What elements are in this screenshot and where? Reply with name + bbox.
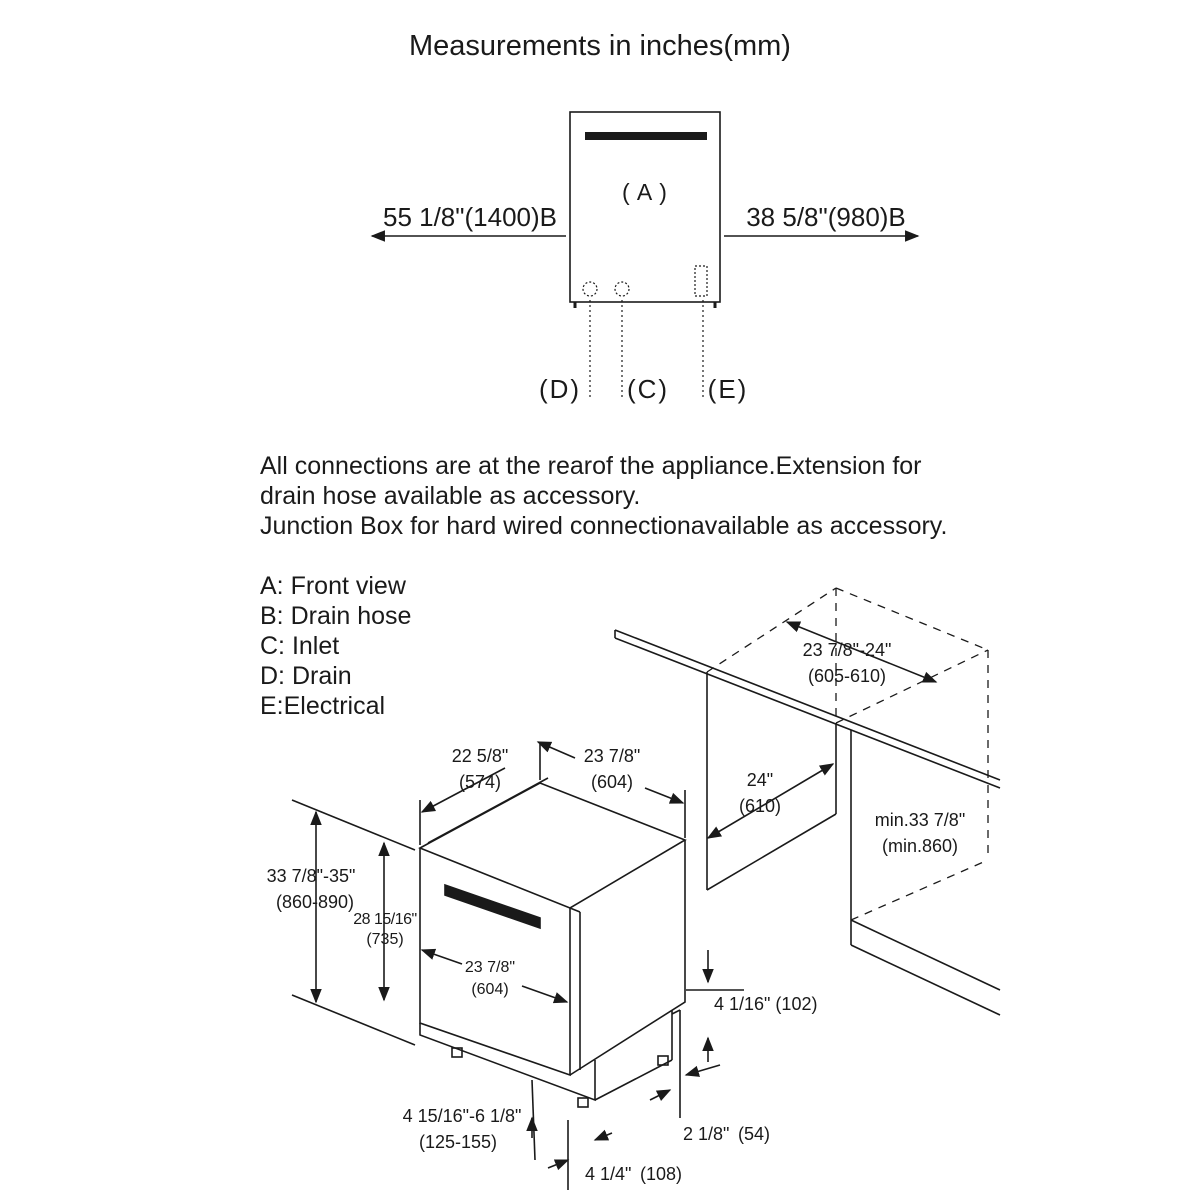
height-body-in: 28 15/16" — [353, 911, 416, 928]
niche-height-in: min.33 7/8" — [875, 810, 965, 830]
niche-height-mm: (min.860) — [882, 836, 958, 856]
diagram-title: Measurements in inches(mm) — [409, 30, 791, 62]
electrical-connection-icon — [694, 265, 708, 297]
dishwasher-drawing — [291, 741, 744, 1190]
kick-in: 4 1/4" — [585, 1164, 631, 1184]
legend-drain: D: Drain — [260, 662, 352, 690]
label-d: (D) — [539, 374, 581, 404]
note-line-3: Junction Box for hard wired connectionav… — [260, 512, 948, 540]
front-view — [370, 111, 920, 400]
label-a: ( A ) — [622, 179, 668, 205]
niche-drawing — [614, 587, 1001, 1016]
niche-depth-in: 24" — [747, 770, 773, 790]
legend-electrical: E:Electrical — [260, 692, 386, 720]
width-front-mm: (604) — [471, 981, 508, 998]
niche-depth-mm: (610) — [739, 796, 781, 816]
niche-width-mm: (605-610) — [808, 666, 886, 686]
width-top-in: 23 7/8" — [584, 746, 640, 766]
front-view-handle — [585, 132, 707, 140]
note-line-1: All connections are at the rearof the ap… — [260, 452, 922, 480]
front-view-body — [569, 111, 721, 303]
note-line-2: drain hose available as accessory. — [260, 482, 641, 510]
label-c: (C) — [627, 374, 669, 404]
foot-height-in: 4 15/16"-6 1/8" — [403, 1106, 522, 1126]
width-front-in: 23 7/8" — [465, 959, 515, 976]
foot-height-mm: (125-155) — [419, 1132, 497, 1152]
legend-front-view: A: Front view — [260, 572, 406, 600]
foot-gap-mm: (54) — [738, 1124, 770, 1144]
height-total-in: 33 7/8"-35" — [267, 866, 356, 886]
toe-dimension: 4 1/16" (102) — [714, 994, 817, 1014]
width-top-mm: (604) — [591, 772, 633, 792]
inlet-connection-icon — [614, 281, 630, 297]
legend-drain-hose: B: Drain hose — [260, 602, 412, 630]
left-hose-length: 55 1/8"(1400)B — [383, 202, 557, 232]
kick-mm: (108) — [640, 1164, 682, 1184]
legend-inlet: C: Inlet — [260, 632, 340, 660]
foot-gap-in: 2 1/8" — [683, 1124, 729, 1144]
height-total-mm: (860-890) — [276, 892, 354, 912]
label-e: (E) — [708, 374, 749, 404]
height-body-mm: (735) — [366, 931, 403, 948]
depth-in: 22 5/8" — [452, 746, 508, 766]
depth-mm: (574) — [459, 772, 501, 792]
right-hose-length: 38 5/8"(980)B — [746, 202, 906, 232]
drain-connection-icon — [582, 281, 598, 297]
niche-width-in: 23 7/8"-24" — [803, 640, 892, 660]
